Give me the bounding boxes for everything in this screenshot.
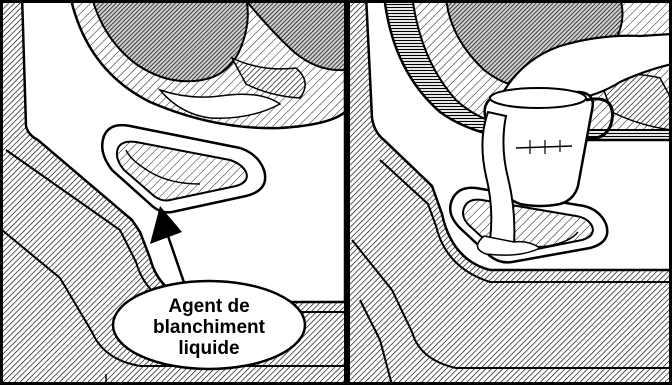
panel-left: Agent de blanchiment liquide <box>0 0 347 385</box>
callout-line-3: liquide <box>178 338 239 359</box>
callout-line-1: Agent de <box>168 296 249 317</box>
panel-right <box>347 0 672 385</box>
callout-line-2: blanchiment <box>153 317 266 338</box>
callout-bubble: Agent de blanchiment liquide <box>113 281 305 369</box>
